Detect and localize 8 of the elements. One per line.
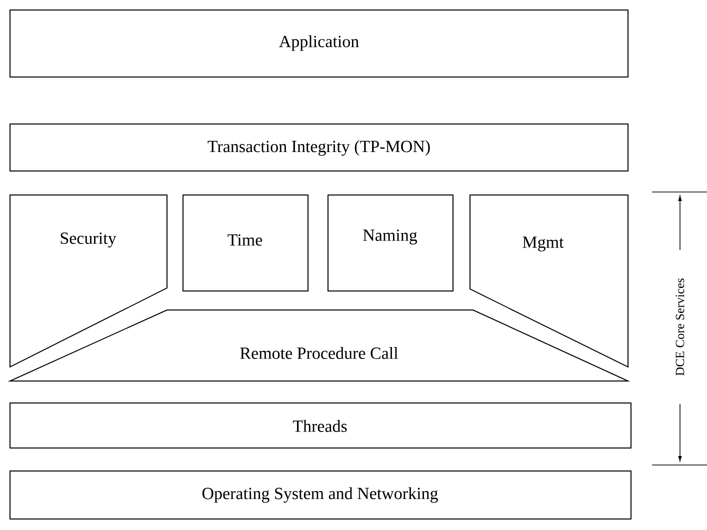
service-box: Mgmt <box>470 194 628 368</box>
layer-box: Operating System and Networking <box>10 470 632 520</box>
layer-box: Application <box>10 10 628 78</box>
service-box: Naming <box>328 194 454 292</box>
layer-box: Threads <box>10 402 632 448</box>
dimension-label: DCE Core Services <box>676 278 684 376</box>
layer-box: Transaction Integrity (TP-MON) <box>10 124 628 172</box>
service-box: Time <box>182 194 308 292</box>
